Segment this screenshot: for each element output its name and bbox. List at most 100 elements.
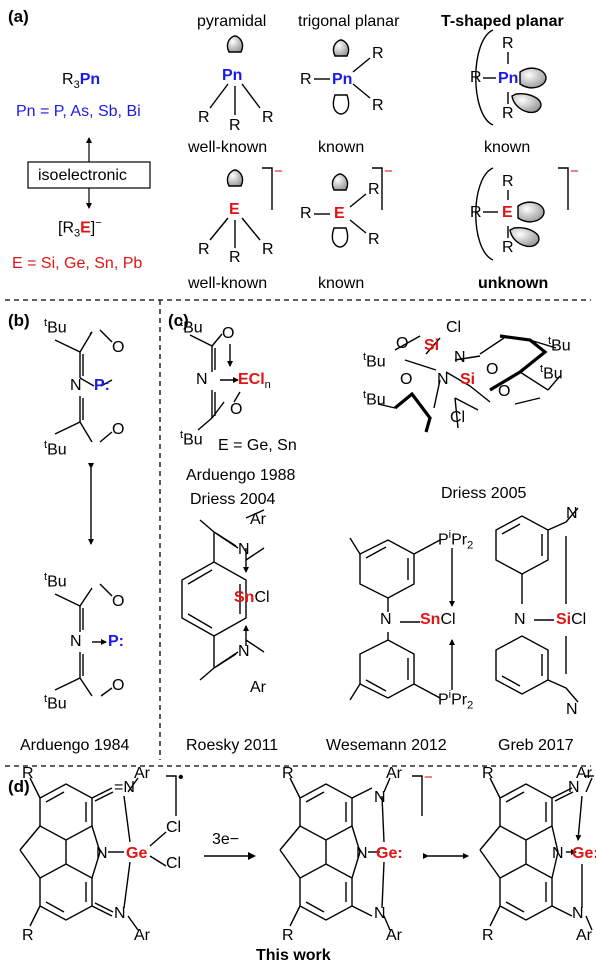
panel-label-b: (b) [8,311,30,330]
r-group: R [502,35,514,52]
n-atom: N [566,505,578,522]
si-atom: Si [424,337,440,354]
citation-driess-2004: Driess 2004 [190,491,276,508]
pn-atom-3: Pn [498,70,519,87]
charge-minus: − [384,163,393,180]
o-atom: O [486,361,499,378]
panel-label-d: (d) [8,777,30,796]
r3e-formula: [R3E]− [58,217,102,240]
r-group: R [368,181,380,198]
n-atom: N [572,905,584,922]
e-atom-3: E [502,204,513,221]
status-e-trigonal: known [318,275,365,292]
geometry-t-shaped: T-shaped planar [441,13,564,30]
structure-ge-anion [279,775,423,931]
n-atom: N [374,905,386,922]
status-e-pyramidal: well-known [188,275,268,292]
this-work-caption: This work [256,947,331,964]
sn-atom: SnCl [420,611,456,628]
o-atom: O [112,339,125,356]
tbu-label: tBu [363,351,386,371]
tbu-label: tBu [540,363,563,383]
geometry-pyramidal: pyramidal [197,13,267,30]
r-group: R [368,231,380,248]
n-atom: N [514,611,526,628]
ar-group: Ar [386,765,402,782]
r-group: R [229,249,241,266]
r-group: R [470,204,482,221]
trigonal-pn [314,39,371,115]
ar-group: Ar [250,511,266,528]
trigonal-e [314,167,383,248]
o-atom: O [222,325,235,342]
e-list: E = Si, Ge, Sn, Pb [12,255,143,272]
charge-minus: − [424,769,433,786]
wesemann-2012 [349,537,455,701]
r-group: R [198,241,210,258]
status-pn-trigonal: known [318,139,365,156]
r-group: R [470,69,482,86]
greb-2017 [495,507,579,703]
e-atom-2: E [334,205,345,222]
ar-group: Ar [386,927,402,944]
tbu-label: tBu [548,335,571,355]
charge-minus: − [274,163,283,180]
n-atom: N [70,377,82,394]
panel-label-c: (c) [168,311,189,330]
n-atom: N [96,845,108,862]
r-group: R [482,927,494,944]
status-pn-t-shaped: known [484,139,531,156]
pipr2-group: PiPr2 [438,689,474,712]
pn-atom-2: Pn [332,71,353,88]
ge-atom: Ge: [572,845,596,862]
n-atom: N [437,371,449,388]
e-atom-1: E [229,201,240,218]
arduengo-1984-top [54,329,113,443]
o-atom: O [112,421,125,438]
n-atom: N [114,905,126,922]
r-group: R [282,927,294,944]
ge-atom: Ge [126,845,148,862]
o-atom: O [498,383,511,400]
cl-atom: Cl [166,819,182,836]
n-atom: N [454,349,466,366]
cl-atom: Cl [166,855,182,872]
arduengo-species: E = Ge, Sn [218,437,297,454]
r3pn-formula: R3Pn [62,71,101,92]
tbu-label: tBu [180,317,203,337]
tbu-label: tBu [363,389,386,409]
cl-atom: Cl [450,409,466,426]
ecl-atom: ECln [238,371,271,392]
si-atom: Si [460,371,476,388]
pn-list: Pn = P, As, Sb, Bi [16,103,141,120]
ar-group: Ar [250,679,266,696]
arduengo-1988 [189,333,241,431]
n-atom: N [238,643,250,660]
n-atom: N [568,779,580,796]
driess-2005-dimer [377,334,561,433]
structure-ge-resonance [479,775,594,931]
p-atom: P: [108,633,124,650]
citation-wesemann-2012: Wesemann 2012 [326,737,447,754]
n-atom: N [70,633,82,650]
tbu-label: tBu [44,571,67,591]
t-shaped-e [475,167,569,261]
citation-arduengo-1984: Arduengo 1984 [20,737,130,754]
citation-arduengo-1988: Arduengo 1988 [186,467,296,484]
r-group: R [482,765,494,782]
roesky-2011 [181,509,265,681]
r-group: R [229,117,241,134]
tbu-label: tBu [44,693,67,713]
citation-greb-2017: Greb 2017 [498,737,574,754]
r-group: R [502,105,514,122]
r-group: R [198,109,210,126]
ge-atom: Ge: [376,845,403,862]
reagent-3e: 3e− [212,831,240,848]
r-group: R [502,173,514,190]
r-group: R [300,205,312,222]
pn-atom-1: Pn [222,67,243,84]
o-atom: O [230,401,243,418]
r-group: R [372,45,384,62]
tbu-label: tBu [44,317,67,337]
